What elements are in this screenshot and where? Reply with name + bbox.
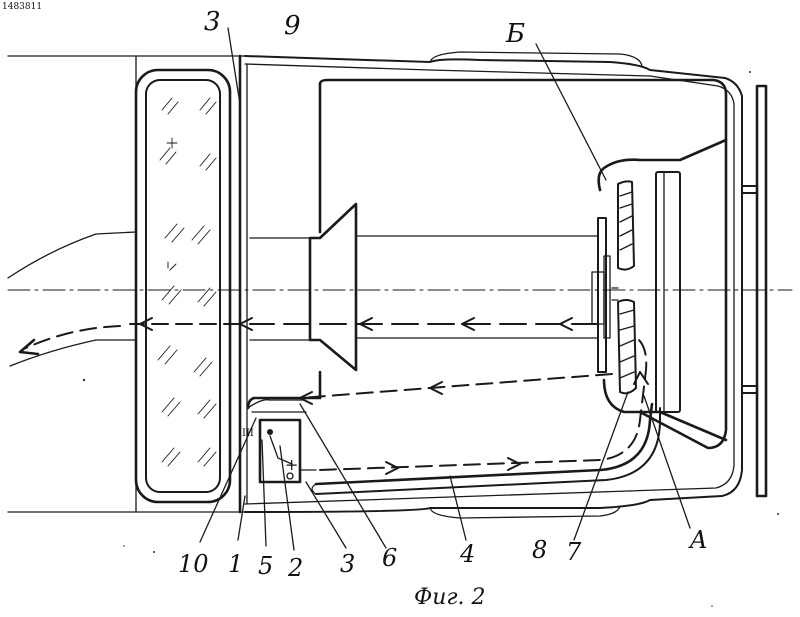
air-duct-diffuser xyxy=(8,204,598,370)
label-9: 9 xyxy=(284,11,301,41)
rear-bumper xyxy=(742,86,766,496)
scan-specks xyxy=(83,71,779,607)
label-5: 5 xyxy=(258,552,273,580)
label-b: Б xyxy=(505,19,525,49)
leader-lines xyxy=(200,28,690,550)
watermark: 1483811 xyxy=(2,2,42,12)
label-6: 6 xyxy=(382,544,397,572)
label-a: A xyxy=(688,526,707,554)
window-glass xyxy=(136,56,230,512)
reference-labels: 3 9 Б 10 1 5 2 3 6 4 8 7 A xyxy=(178,7,707,582)
fan-blades xyxy=(592,181,636,393)
label-10: 10 xyxy=(178,550,209,578)
airflow-circulation xyxy=(300,336,648,474)
cargo-compartment xyxy=(248,80,726,448)
label-3-top: 3 xyxy=(204,7,221,37)
vehicle-body-outline xyxy=(8,52,742,518)
terminal-plus: + xyxy=(285,455,298,474)
figure-caption: Фиг. 2 xyxy=(414,585,486,610)
label-1: 1 xyxy=(228,550,243,578)
label-2: 2 xyxy=(287,554,303,582)
label-3-bottom: 3 xyxy=(340,550,355,578)
partition-wall xyxy=(240,56,247,512)
label-4: 4 xyxy=(459,540,475,568)
label-8: 8 xyxy=(532,536,547,564)
label-7: 7 xyxy=(566,538,582,566)
control-box: + III xyxy=(240,400,316,512)
